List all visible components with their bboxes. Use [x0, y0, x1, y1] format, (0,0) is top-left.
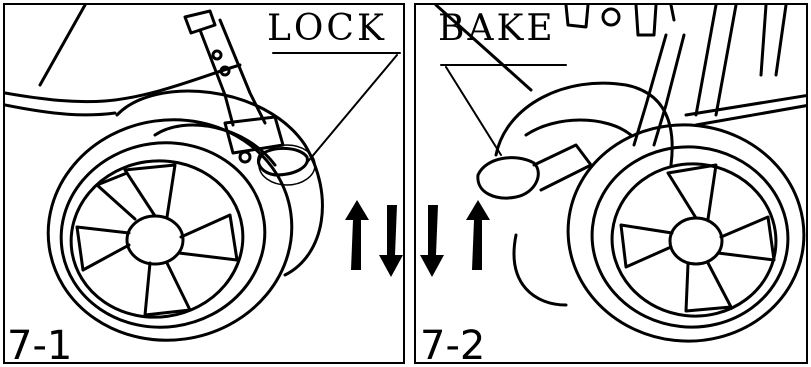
spoke-4	[77, 227, 129, 270]
arrow-group	[420, 200, 490, 277]
brake-illustration	[416, 5, 808, 364]
arrow-up-icon	[466, 200, 490, 270]
spoke-3	[686, 263, 731, 311]
spoke-4	[621, 225, 672, 267]
back-wheel-arc	[496, 83, 672, 165]
callout-leader	[305, 55, 397, 165]
step-label: 7-1	[7, 326, 76, 364]
spoke-1	[668, 165, 716, 219]
spoke-3	[145, 263, 190, 315]
callout-label: LOCK	[267, 11, 387, 47]
lock-illustration	[5, 5, 405, 364]
step-label: 7-2	[420, 326, 489, 364]
brake-pedal	[478, 158, 538, 198]
callout-leader	[446, 67, 501, 155]
arrow-down-icon	[420, 205, 444, 277]
wheel-hub	[670, 218, 722, 264]
panel-brake: BAKE 7-2	[414, 3, 808, 364]
spoke-1	[125, 165, 175, 217]
seat-fabric-lower	[5, 105, 115, 115]
frame-top-a	[566, 5, 588, 27]
arrow-up-icon	[345, 200, 369, 270]
spoke-2	[179, 215, 237, 260]
wheel-hub	[127, 216, 183, 264]
arrow-group	[345, 200, 403, 277]
panel-lock: LOCK 7-1	[3, 3, 405, 364]
arrow-down-icon	[379, 205, 403, 277]
spoke-2	[718, 217, 774, 260]
callout-label: BAKE	[438, 11, 556, 47]
front-wheel-rim	[583, 137, 797, 337]
seat-fabric-fold	[40, 5, 85, 85]
frame-top-b	[636, 5, 656, 35]
